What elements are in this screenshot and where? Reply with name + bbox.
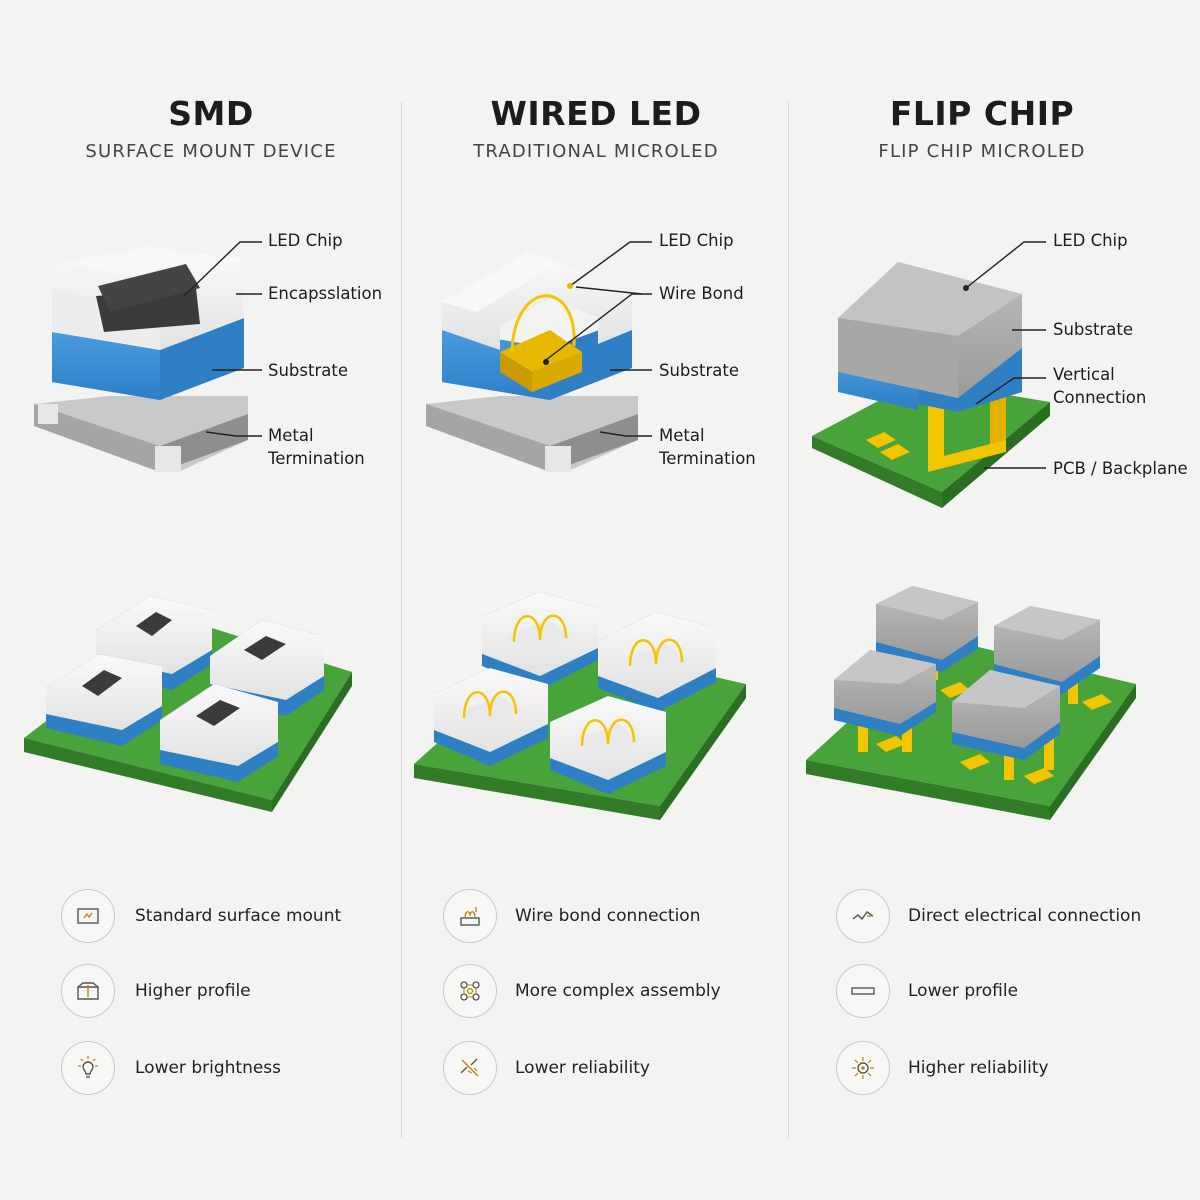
smd-title: SMD (168, 94, 254, 133)
smd-callout-substrate: Substrate (268, 361, 348, 380)
wired-feature-label: Wire bond connection (515, 906, 701, 926)
wired-callout-led-chip: LED Chip (659, 231, 734, 250)
column-divider-1 (401, 102, 402, 1138)
flip-chip-array-chip (876, 586, 978, 680)
wired-led-array-chip (482, 592, 598, 690)
sun-target-icon (836, 1041, 890, 1095)
flip-feature-label: Direct electrical connection (908, 906, 1142, 926)
flip-callout-led-chip: LED Chip (1053, 231, 1128, 250)
wired-callout-wire-bond: Wire Bond (659, 284, 744, 303)
flat-bar-icon (836, 964, 890, 1018)
smd-array-chip (46, 654, 162, 746)
flip-chip-package-diagram (812, 241, 1050, 508)
smd-feature-label: Standard surface mount (135, 906, 342, 926)
smd-array-on-pcb (24, 596, 352, 812)
flip-feature-label: Lower profile (908, 981, 1019, 1001)
package-height-icon (61, 964, 115, 1018)
wired-feature-label: Lower reliability (515, 1058, 650, 1078)
smd-package-diagram (34, 241, 262, 472)
wired-led-array-chip (434, 668, 548, 766)
network-nodes-icon (443, 964, 497, 1018)
wired-feature-label: More complex assembly (515, 981, 721, 1001)
flip-callout-pcb-backplane: PCB / Backplane (1053, 459, 1188, 478)
smd-feature-label: Lower brightness (135, 1058, 282, 1078)
flip-chip-subtitle: FLIP CHIP MICROLED (878, 141, 1086, 162)
broken-link-icon (443, 1041, 497, 1095)
lightbulb-icon (61, 1041, 115, 1095)
column-divider-2 (788, 102, 789, 1138)
wire-bond-icon (443, 889, 497, 943)
smd-subtitle: SURFACE MOUNT DEVICE (85, 141, 337, 162)
flip-chip-title: FLIP CHIP (889, 94, 1075, 133)
smd-array-chip (160, 684, 278, 782)
wired-callout-substrate: Substrate (659, 361, 739, 380)
smd-feature-label: Higher profile (135, 981, 251, 1001)
flip-chip-array-chip (952, 670, 1060, 780)
flip-chip-array-on-pcb (806, 586, 1136, 820)
signal-line-icon (836, 889, 890, 943)
smd-callout-led-chip: LED Chip (268, 231, 343, 250)
smd-callout-encapsulation: Encapsslation (268, 284, 383, 303)
wired-led-title: WIRED LED (490, 94, 702, 133)
flip-chip-array-chip (994, 606, 1100, 704)
flip-callout-vertical-connection: Vertical Connection (1053, 365, 1147, 407)
flip-chip-array-chip (834, 650, 936, 752)
chip-outline-icon (61, 889, 115, 943)
wired-led-array-chip (598, 612, 716, 712)
wired-led-array-on-pcb (414, 592, 746, 820)
wired-led-array-chip (550, 696, 666, 794)
wired-led-subtitle: TRADITIONAL MICROLED (473, 141, 719, 162)
flip-feature-label: Higher reliability (908, 1058, 1049, 1078)
wired-led-package-diagram (426, 241, 652, 472)
wired-callout-metal-termination: Metal Termination (659, 426, 756, 468)
smd-callout-metal-termination: Metal Termination (268, 426, 365, 468)
flip-callout-substrate: Substrate (1053, 320, 1133, 339)
